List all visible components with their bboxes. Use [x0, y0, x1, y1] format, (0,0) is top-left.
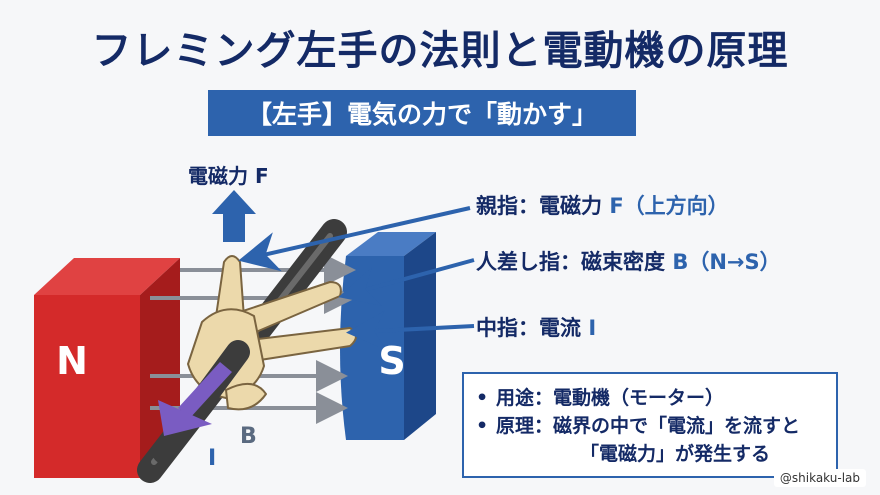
current-arrow: [158, 362, 232, 436]
callout-index-text: 人差し指：磁束密度: [476, 250, 673, 274]
info-principle-line1: 原理：磁界の中で「電流」を流すと: [496, 415, 801, 437]
callout-middle-text: 中指：電流: [476, 316, 589, 340]
info-principle-row-2: 「電磁力」が発生する: [476, 440, 824, 468]
callout-pointers: [238, 206, 475, 351]
callout-middle-accent: I: [588, 316, 597, 340]
force-label: 電磁力 F: [188, 164, 269, 188]
subtitle-banner: 【左手】電気の力で「動かす」: [208, 90, 636, 136]
pointer-middle: [346, 310, 475, 351]
hand-curled-fingers: [225, 383, 267, 411]
field-label: B: [240, 424, 257, 449]
bullet: •: [476, 415, 489, 437]
info-principle-row: • 原理：磁界の中で「電流」を流すと: [476, 412, 824, 440]
callout-index-accent: B（N→S）: [672, 250, 781, 274]
callout-thumb-accent: F（上方向）: [609, 194, 729, 218]
info-principle-line2: 「電磁力」が発生する: [580, 443, 771, 465]
bullet: •: [476, 387, 489, 409]
magnet-s-label: S: [378, 339, 405, 383]
magnet-n: [34, 258, 180, 478]
subtitle-text: 【左手】電気の力で「動かす」: [246, 100, 597, 129]
magnet-n-label: N: [56, 339, 88, 383]
info-box: • 用途：電動機（モーター） • 原理：磁界の中で「電流」を流すと 「電磁力」が…: [462, 372, 838, 478]
info-use-row: • 用途：電動機（モーター）: [476, 384, 824, 412]
callout-middle: 中指：電流 I: [476, 312, 596, 342]
pointer-thumb: [238, 206, 471, 272]
callout-thumb-text: 親指：電磁力: [476, 194, 610, 218]
credit-tag: @shikaku-lab: [773, 469, 866, 487]
callout-thumb: 親指：電磁力 F（上方向）: [476, 190, 729, 220]
pointer-index: [338, 258, 475, 306]
page-title: フレミング左手の法則と電動機の原理: [91, 28, 789, 74]
force-arrow-up: [212, 190, 256, 242]
callout-index: 人差し指：磁束密度 B（N→S）: [476, 246, 781, 276]
current-label: I: [208, 446, 217, 471]
info-use: 用途：電動機（モーター）: [496, 387, 725, 409]
